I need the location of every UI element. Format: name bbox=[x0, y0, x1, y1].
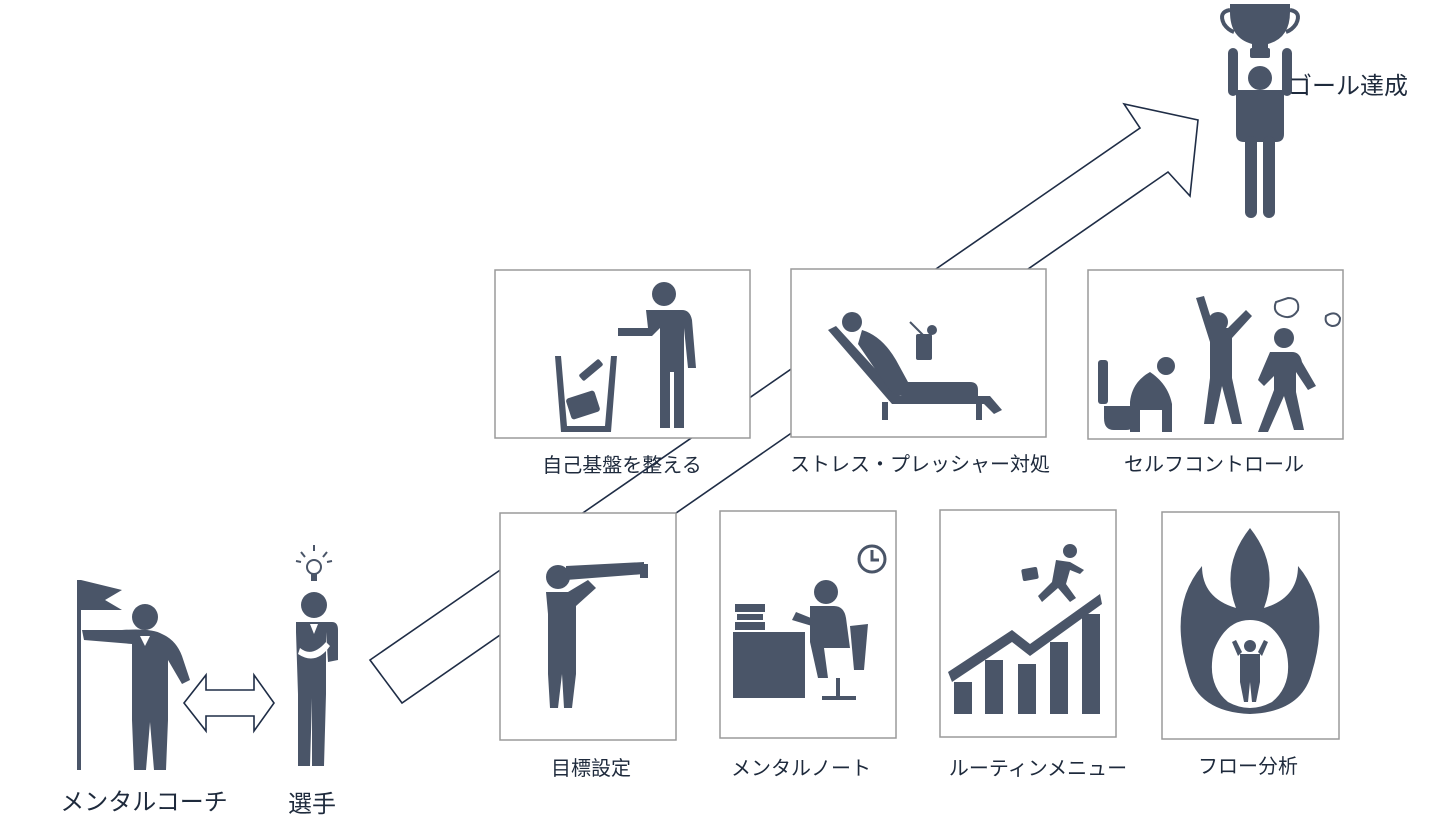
athlete-label: 選手 bbox=[288, 790, 336, 818]
athlete-idea-icon bbox=[295, 545, 338, 766]
step-label-self-control: セルフコントロール bbox=[1124, 452, 1304, 476]
step-label-goal-setting: 目標設定 bbox=[551, 756, 631, 780]
step-frame-goal-setting bbox=[499, 512, 677, 741]
growth-chart-icon bbox=[948, 544, 1102, 714]
desk-writing-icon bbox=[733, 544, 887, 700]
emotion-states-icon bbox=[1098, 296, 1342, 432]
step-label-stress: ストレス・プレッシャー対処 bbox=[790, 452, 1050, 476]
step-frame-self-foundation bbox=[494, 269, 751, 439]
trophy-figure-icon bbox=[1220, 4, 1300, 218]
step-label-mental-note: メンタルノート bbox=[731, 756, 871, 780]
double-arrow-icon bbox=[182, 672, 275, 734]
reclining-relax-icon bbox=[828, 312, 1002, 420]
step-label-routine: ルーティンメニュー bbox=[948, 756, 1128, 780]
telescope-icon bbox=[546, 562, 648, 708]
goal-label: ゴール達成 bbox=[1288, 72, 1408, 100]
trash-disposal-icon bbox=[555, 282, 696, 432]
step-label-flow: フロー分析 bbox=[1198, 754, 1298, 778]
coach-label: メンタルコーチ bbox=[60, 788, 228, 816]
flame-icon bbox=[1180, 528, 1320, 714]
step-label-self-foundation: 自己基盤を整える bbox=[542, 453, 702, 477]
coach-flag-icon bbox=[77, 580, 190, 770]
